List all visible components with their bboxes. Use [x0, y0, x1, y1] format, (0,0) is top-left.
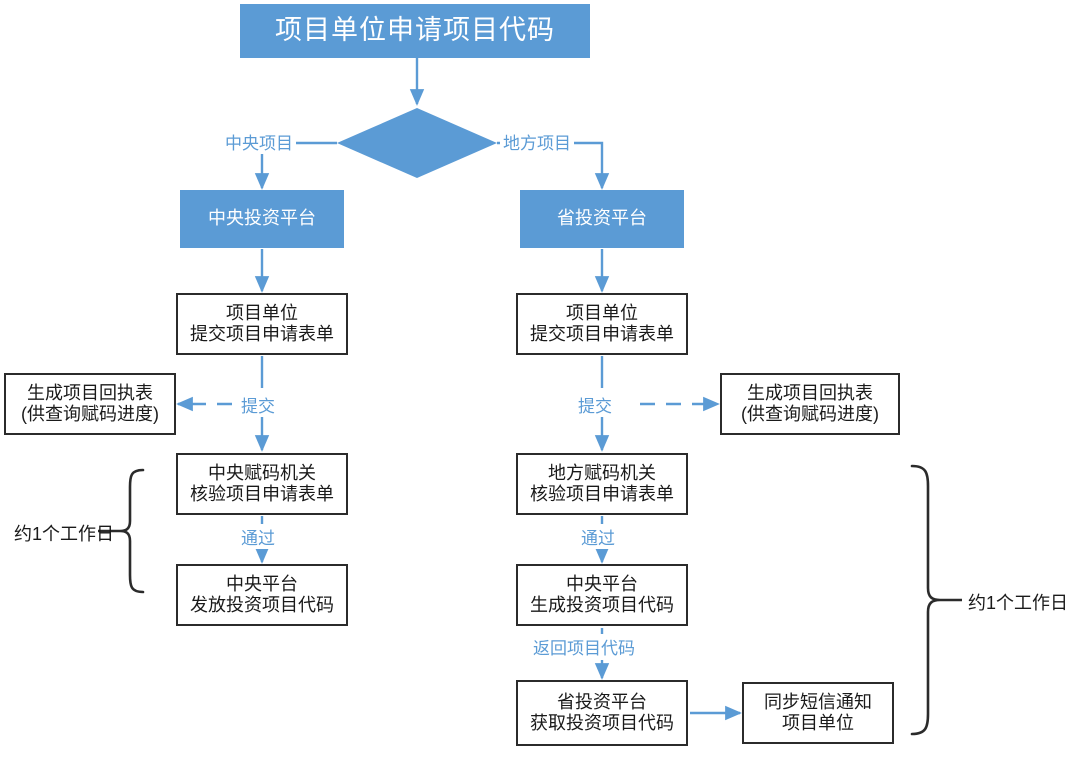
- node-title[interactable]: 项目单位申请项目代码: [240, 4, 590, 58]
- edge-label-submit-right: 提交: [575, 392, 615, 417]
- node-province-receipt[interactable]: 生成项目回执表 (供查询赋码进度): [720, 373, 900, 435]
- node-province-receive-line-1: 省投资平台: [557, 691, 647, 712]
- edge-label-branch-left: 中央项目: [222, 129, 296, 154]
- node-province-receipt-line-1: 生成项目回执表: [747, 382, 873, 403]
- edge-label-submit-left: 提交: [238, 392, 278, 417]
- edge-label-branch-right: 地方项目: [500, 129, 574, 154]
- node-province-submit-line-2: 提交项目申请表单: [530, 324, 674, 344]
- node-central-platform[interactable]: 中央投资平台: [180, 190, 344, 248]
- edge-label-pass-left: 通过: [238, 524, 278, 549]
- node-sms-notify-line-1: 同步短信通知: [764, 691, 872, 712]
- node-province-platform[interactable]: 省投资平台: [520, 190, 684, 248]
- annotation-right-duration: 约1个工作日: [968, 593, 1069, 613]
- edge-label-pass-right: 通过: [578, 524, 618, 549]
- annotation-left-duration: 约1个工作日: [14, 524, 115, 544]
- node-province-platform-line-1: 省投资平台: [557, 208, 647, 229]
- edge-label-return-code: 返回项目代码: [530, 634, 638, 659]
- node-central-submit-line-1: 项目单位: [226, 302, 298, 323]
- node-central-receipt[interactable]: 生成项目回执表 (供查询赋码进度): [4, 373, 176, 435]
- node-title-line-1: 项目单位申请项目代码: [275, 15, 555, 46]
- node-province-receipt-line-2: (供查询赋码进度): [741, 404, 879, 424]
- node-central-generate[interactable]: 中央平台 生成投资项目代码: [516, 564, 688, 626]
- node-province-receive-line-2: 获取投资项目代码: [530, 713, 674, 733]
- node-central-receipt-line-2: (供查询赋码进度): [21, 404, 159, 424]
- node-province-submit[interactable]: 项目单位 提交项目申请表单: [516, 293, 688, 355]
- node-local-verify[interactable]: 地方赋码机关 核验项目申请表单: [516, 453, 688, 515]
- brace-left: [119, 468, 145, 594]
- node-central-submit[interactable]: 项目单位 提交项目申请表单: [176, 293, 348, 355]
- branch-diamond-shape: [337, 108, 497, 178]
- node-province-submit-line-1: 项目单位: [566, 302, 638, 323]
- node-central-generate-line-2: 生成投资项目代码: [530, 595, 674, 615]
- node-sms-notify-line-2: 项目单位: [782, 713, 854, 733]
- node-local-verify-line-2: 核验项目申请表单: [530, 484, 674, 504]
- node-central-receipt-line-1: 生成项目回执表: [27, 382, 153, 403]
- node-central-generate-line-1: 中央平台: [566, 573, 638, 594]
- node-central-issue[interactable]: 中央平台 发放投资项目代码: [176, 564, 348, 626]
- node-province-receive[interactable]: 省投资平台 获取投资项目代码: [516, 680, 688, 746]
- node-central-issue-line-2: 发放投资项目代码: [190, 595, 334, 615]
- node-central-verify[interactable]: 中央赋码机关 核验项目申请表单: [176, 453, 348, 515]
- node-central-verify-line-1: 中央赋码机关: [208, 462, 316, 483]
- node-central-submit-line-2: 提交项目申请表单: [190, 324, 334, 344]
- node-central-verify-line-2: 核验项目申请表单: [190, 484, 334, 504]
- node-local-verify-line-1: 地方赋码机关: [548, 462, 656, 483]
- node-central-platform-line-1: 中央投资平台: [208, 208, 316, 229]
- node-central-issue-line-1: 中央平台: [226, 573, 298, 594]
- node-sms-notify[interactable]: 同步短信通知 项目单位: [742, 682, 894, 744]
- brace-right: [910, 464, 941, 736]
